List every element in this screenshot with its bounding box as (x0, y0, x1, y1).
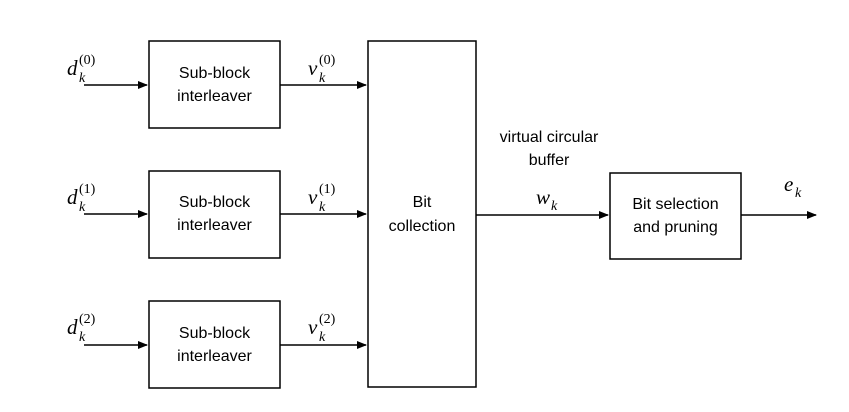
signal-v1-sub: k (319, 200, 326, 215)
bit-collection-block (367, 40, 477, 388)
interleaver-1-label-line1: Sub-block (179, 65, 251, 82)
sub-block-interleaver-2 (148, 170, 281, 259)
signal-w: w k (536, 185, 558, 214)
signal-v0: v (0) k (308, 53, 336, 86)
signal-v2-sup: (2) (319, 312, 336, 327)
bit-collection-label-line2: collection (389, 218, 456, 235)
interleaver-1-label-line2: interleaver (177, 88, 252, 105)
signal-v0-sup: (0) (319, 53, 336, 68)
signal-d2: d (2) k (67, 312, 96, 345)
signal-d1-sub: k (79, 200, 86, 215)
signal-d1-base: d (67, 185, 78, 209)
interleaver-2-label-line1: Sub-block (179, 194, 251, 211)
interleaver-3-label-line2: interleaver (177, 348, 252, 365)
signal-d0-sub: k (79, 71, 86, 86)
signal-e-sub: k (795, 186, 802, 201)
sub-block-interleaver-1 (148, 40, 281, 129)
signal-v2-base: v (308, 315, 318, 339)
signal-d1: d (1) k (67, 182, 96, 215)
sub-block-interleaver-3 (148, 300, 281, 389)
signal-d1-sup: (1) (79, 182, 96, 197)
annotation-line2: buffer (529, 152, 570, 169)
signal-d0-sup: (0) (79, 53, 96, 68)
signal-w-base: w (536, 185, 550, 209)
interleaver-2-label-line2: interleaver (177, 217, 252, 234)
signal-v2-sub: k (319, 330, 326, 345)
signal-d2-sub: k (79, 330, 86, 345)
signal-e: e k (784, 172, 802, 201)
bit-collection-label-line1: Bit (413, 194, 432, 211)
signal-e-base: e (784, 172, 793, 196)
bit-selection-label-line2: and pruning (633, 219, 718, 236)
signal-v1-base: v (308, 185, 318, 209)
signal-d0-base: d (67, 56, 78, 80)
signal-d2-sup: (2) (79, 312, 96, 327)
bit-selection-block (609, 172, 742, 260)
signal-d2-base: d (67, 315, 78, 339)
signal-v0-sub: k (319, 71, 326, 86)
annotation-line1: virtual circular (500, 129, 599, 146)
signal-w-sub: k (551, 199, 558, 214)
signal-v1-sup: (1) (319, 182, 336, 197)
signal-v2: v (2) k (308, 312, 336, 345)
signal-d0: d (0) k (67, 53, 96, 86)
signal-v1: v (1) k (308, 182, 336, 215)
bit-selection-label-line1: Bit selection (632, 196, 718, 213)
interleaver-3-label-line1: Sub-block (179, 325, 251, 342)
signal-v0-base: v (308, 56, 318, 80)
